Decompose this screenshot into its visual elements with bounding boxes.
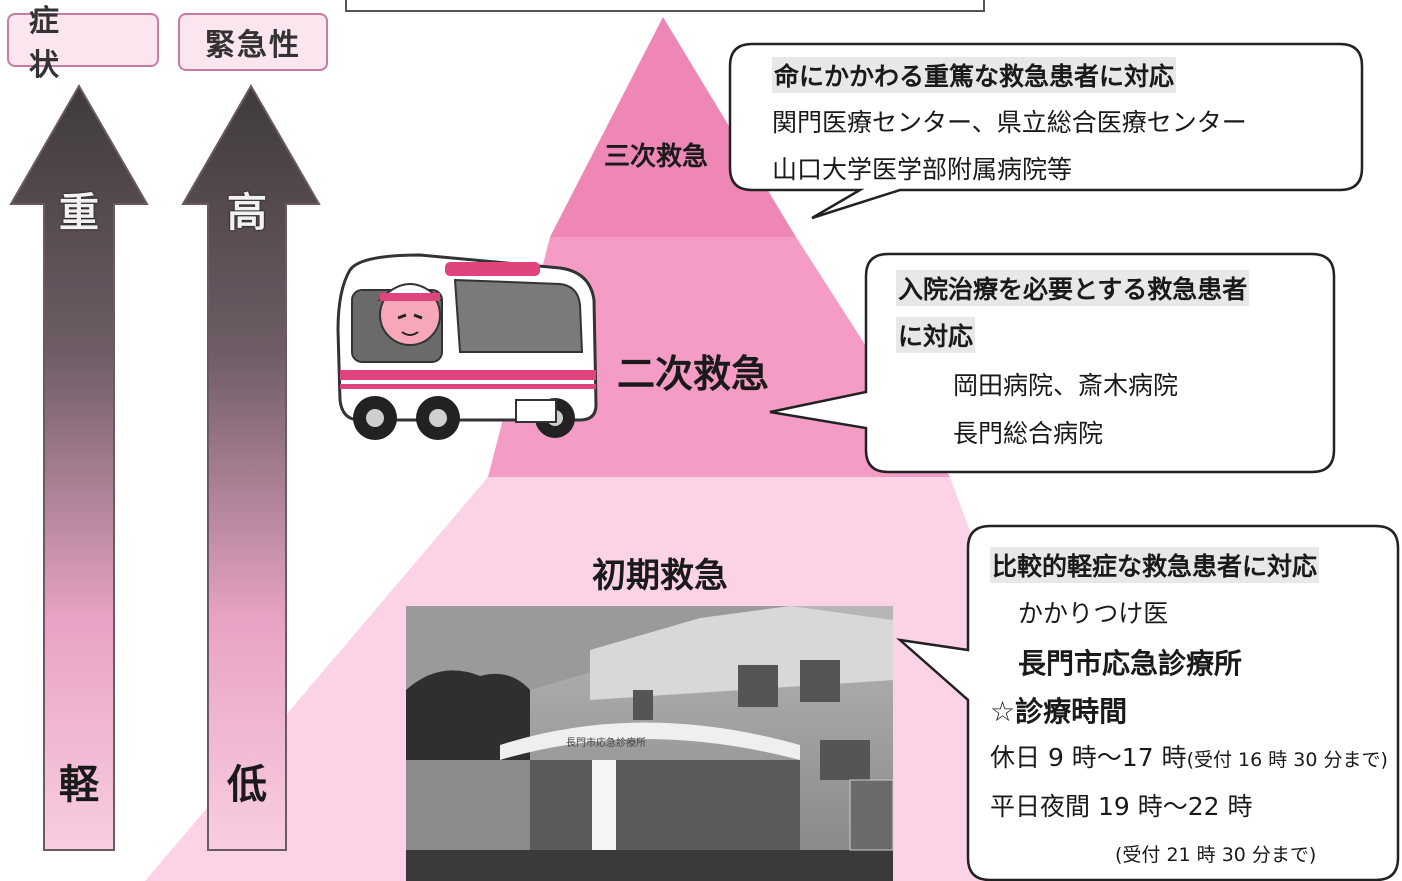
bubble-primary-shape bbox=[896, 524, 1400, 881]
tier-primary-label: 初期救急 bbox=[592, 556, 728, 596]
symptom-low-label: 軽 bbox=[59, 762, 99, 808]
symptom-arrow bbox=[9, 83, 149, 851]
ambulance-illustration bbox=[336, 253, 598, 440]
urgency-high-label: 高 bbox=[227, 190, 267, 236]
tertiary-line-1: 関門医療センター、県立総合医療センター bbox=[772, 108, 1247, 137]
holiday-note: (受付 16 時 30 分まで) bbox=[1186, 749, 1388, 771]
hours-title: ☆診療時間 bbox=[990, 695, 1128, 728]
primary-line-2: 長門市応急診療所 bbox=[1018, 647, 1243, 680]
symptom-high-label: 重 bbox=[59, 190, 99, 236]
weekday-note: (受付 21 時 30 分まで) bbox=[1115, 844, 1317, 866]
clinic-sign: 長門市応急診療所 bbox=[566, 738, 646, 749]
primary-heading: 比較的軽症な救急患者に対応 bbox=[990, 547, 1320, 583]
weekday-hours: 平日夜間 19 時～22 時 bbox=[990, 792, 1253, 821]
tier-secondary-label: 二次救急 bbox=[617, 352, 770, 396]
urgency-arrow bbox=[181, 83, 321, 851]
primary-line-1: かかりつけ医 bbox=[1018, 599, 1169, 628]
clinic-building-photo bbox=[406, 606, 894, 881]
tertiary-heading: 命にかかわる重篤な救急患者に対応 bbox=[772, 57, 1177, 93]
urgency-low-label: 低 bbox=[227, 762, 267, 808]
tertiary-line-2: 山口大学医学部附属病院等 bbox=[772, 155, 1073, 184]
tier-tertiary-label: 三次救急 bbox=[604, 142, 709, 172]
bubble-secondary-shape bbox=[769, 252, 1336, 474]
top-frame bbox=[345, 0, 985, 12]
secondary-line-1: 岡田病院、斎木病院 bbox=[953, 371, 1179, 400]
holiday-hours-row: 休日 9 時～17 時(受付 16 時 30 分まで) bbox=[990, 738, 1388, 774]
urgency-label: 緊急性 bbox=[178, 13, 328, 71]
secondary-line-2: 長門総合病院 bbox=[953, 419, 1104, 448]
secondary-heading-2: に対応 bbox=[896, 317, 976, 353]
holiday-hours: 休日 9 時～17 時 bbox=[990, 743, 1187, 772]
secondary-heading-1: 入院治療を必要とする救急患者 bbox=[896, 270, 1250, 306]
